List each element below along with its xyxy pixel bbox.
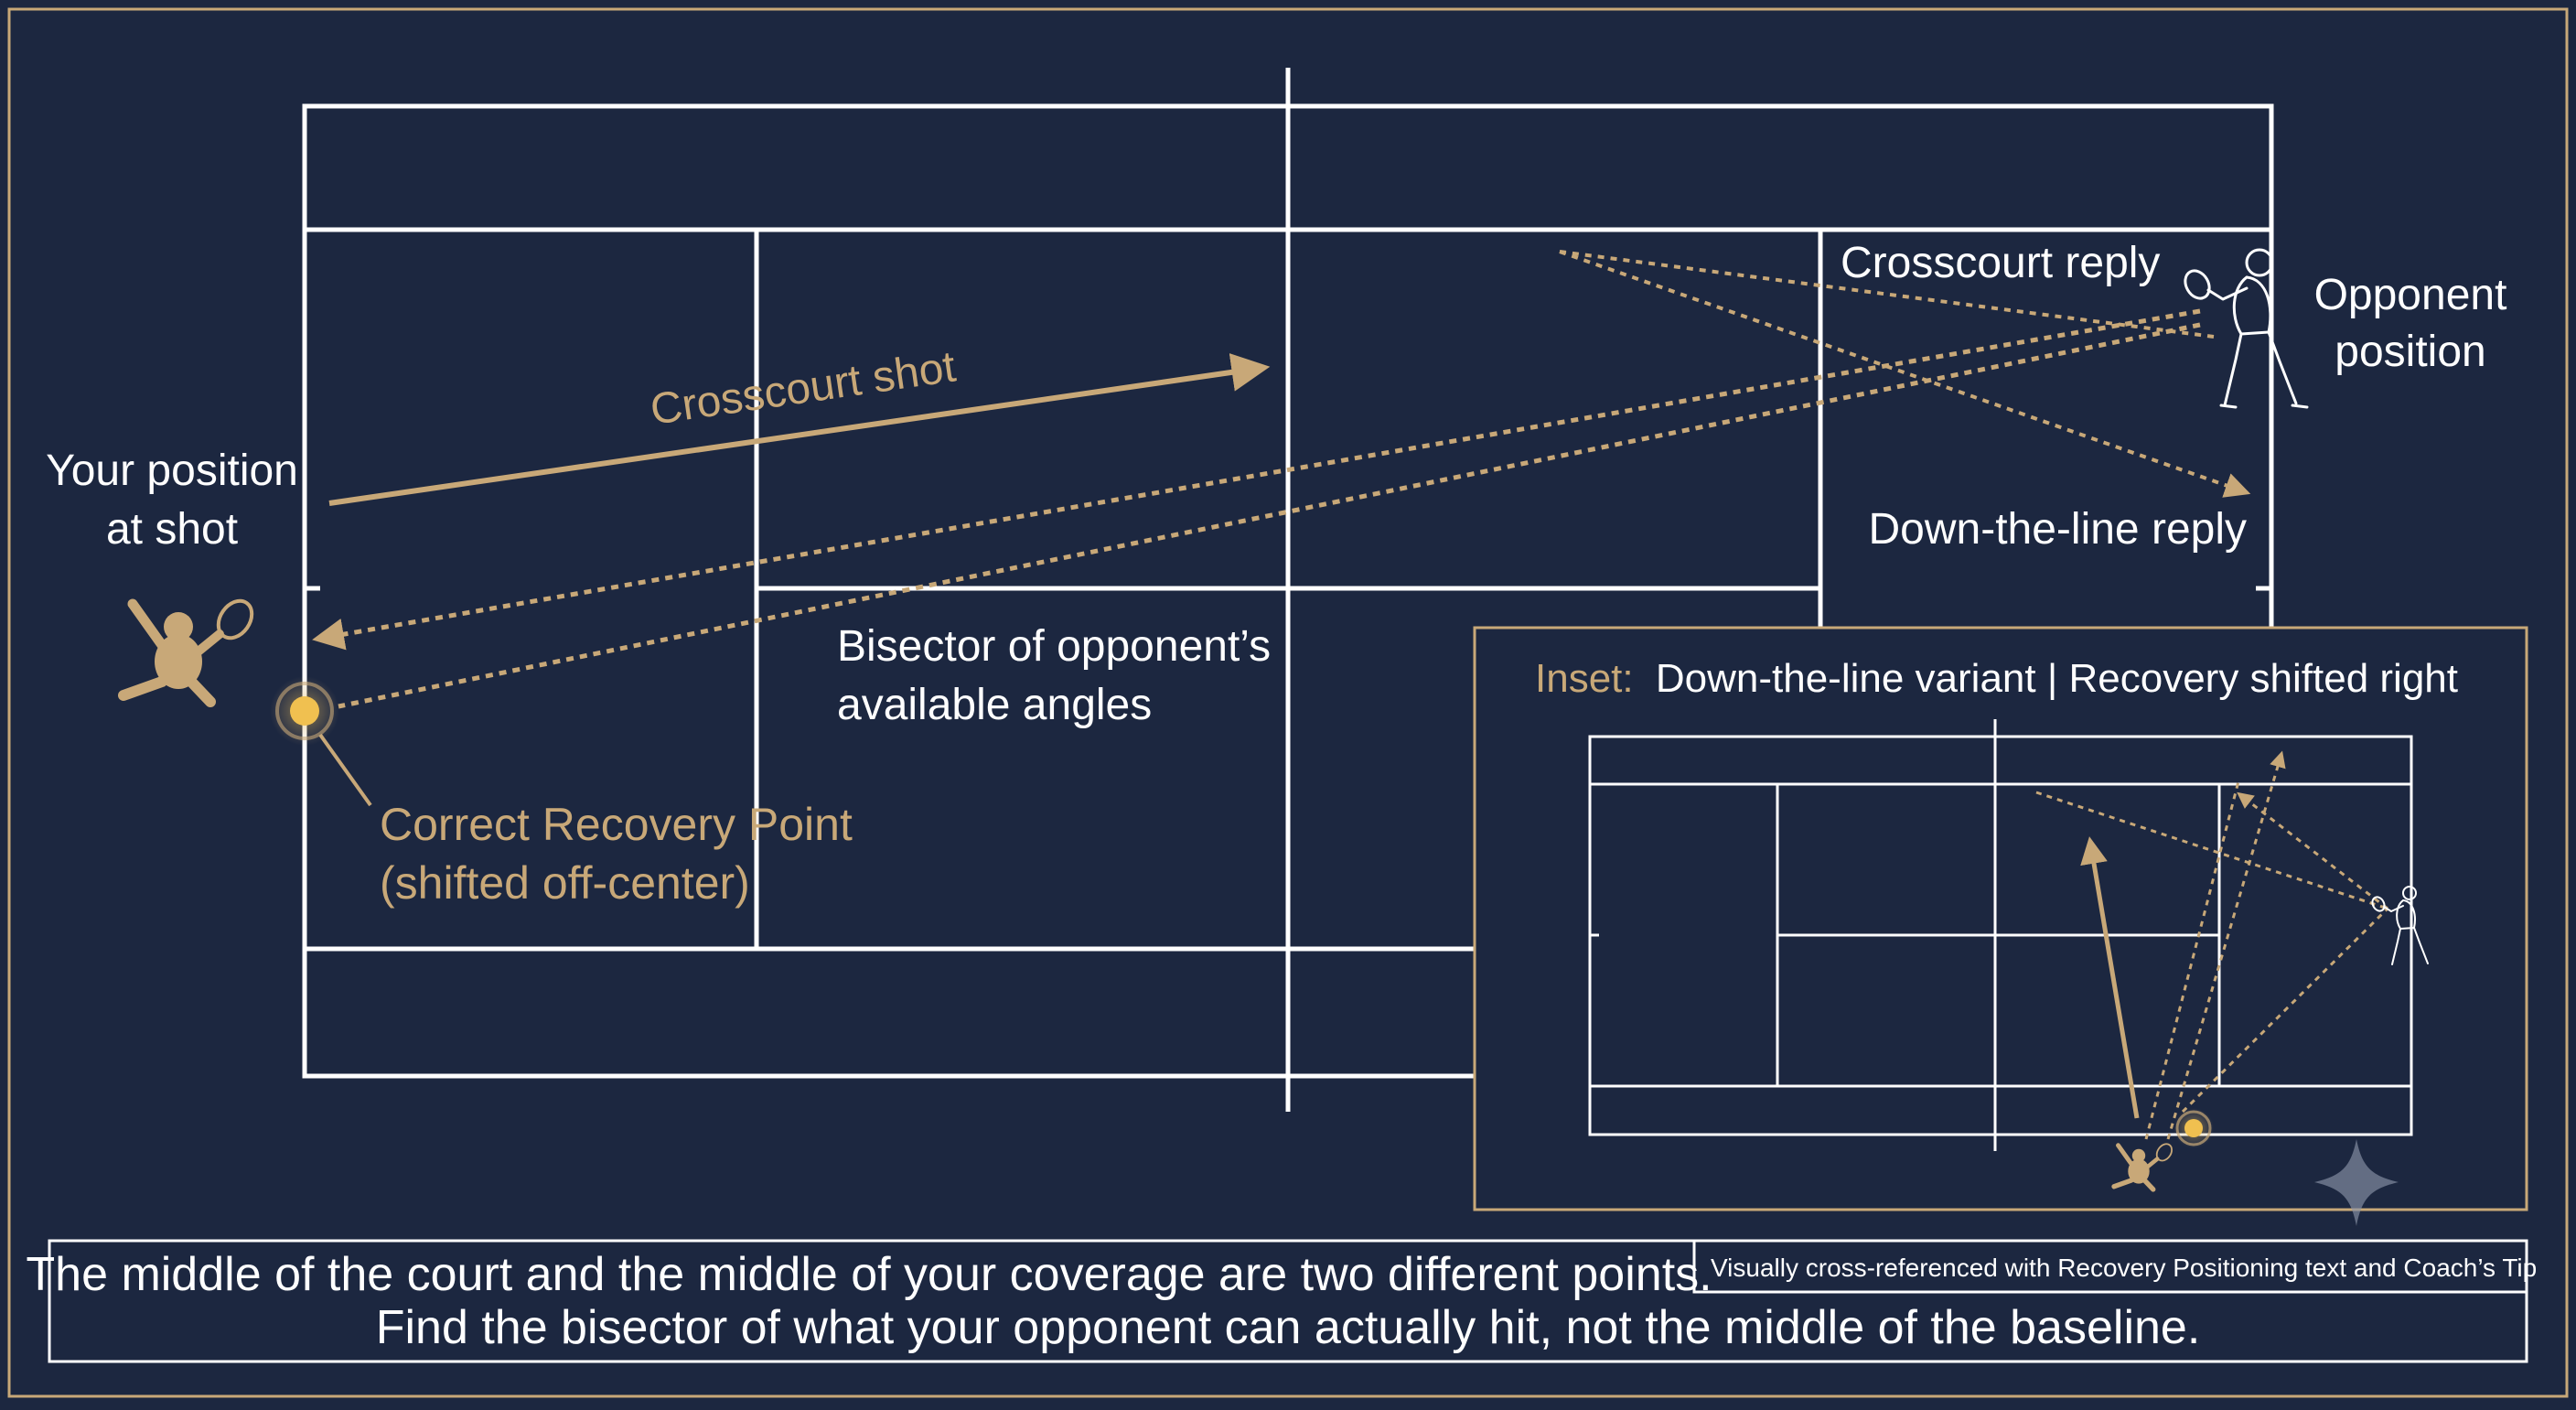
inset-reply-path-3 <box>2166 750 2286 1140</box>
inset-bisector-path <box>2181 907 2389 1114</box>
recovery-point-label-line2: (shifted off-center) <box>380 857 750 909</box>
footer-line2: Find the bisector of what your opponent … <box>376 1301 2201 1354</box>
inset-shot-paths <box>2035 750 2389 1140</box>
inset-title-text: Down-the-line variant | Recovery shifted… <box>1656 656 2458 701</box>
your-position-label-line1: Your position <box>46 447 298 495</box>
recovery-point <box>270 676 372 807</box>
crosscourt-reply-label: Crosscourt reply <box>1841 239 2160 287</box>
bisector-path <box>338 322 2201 709</box>
inset-title-prefix: Inset: <box>1535 656 1634 701</box>
inset-reply-path-1 <box>2035 791 2388 910</box>
down-the-line-reply-path <box>1559 250 2251 498</box>
sparkle-icon <box>2314 1139 2399 1226</box>
opponent-position-label-line2: position <box>2334 328 2485 376</box>
tennis-player-icon <box>118 598 254 707</box>
cross-reference-note: Visually cross-referenced with Recovery … <box>1711 1254 2537 1282</box>
crosscourt-shot-arrow <box>328 353 1271 506</box>
opponent-position-label-line1: Opponent <box>2314 271 2507 319</box>
inset-player-icon <box>2111 1143 2173 1192</box>
tennis-opponent-icon <box>2184 248 2309 409</box>
footer-box: Visually cross-referenced with Recovery … <box>26 1239 2537 1363</box>
inset-reply-path-4 <box>2144 777 2241 1140</box>
shot-paths <box>312 250 2251 709</box>
your-position-label-line2: at shot <box>106 505 238 554</box>
inset-shot-arrow <box>2080 836 2140 1119</box>
outer-frame <box>7 7 2569 1398</box>
inset-recovery-point <box>2174 1108 2214 1148</box>
recovery-point-label-line1: Correct Recovery Point <box>380 799 853 850</box>
cross-reference-box <box>1692 1239 2528 1294</box>
down-the-line-reply-label: Down-the-line reply <box>1868 505 2247 554</box>
inset-opponent-icon <box>2371 886 2429 965</box>
inset-court <box>1588 719 2413 1151</box>
footer-line1: The middle of the court and the middle o… <box>26 1248 1712 1301</box>
inset-title: Inset: Down-the-line variant | Recovery … <box>1535 656 2458 701</box>
inset-reply-path-2 <box>2237 791 2388 910</box>
bisector-label-line1: Bisector of opponent’s <box>837 622 1271 671</box>
bisector-label-line2: available angles <box>837 681 1152 729</box>
inset-panel: Inset: Down-the-line variant | Recovery … <box>1473 626 2528 1226</box>
